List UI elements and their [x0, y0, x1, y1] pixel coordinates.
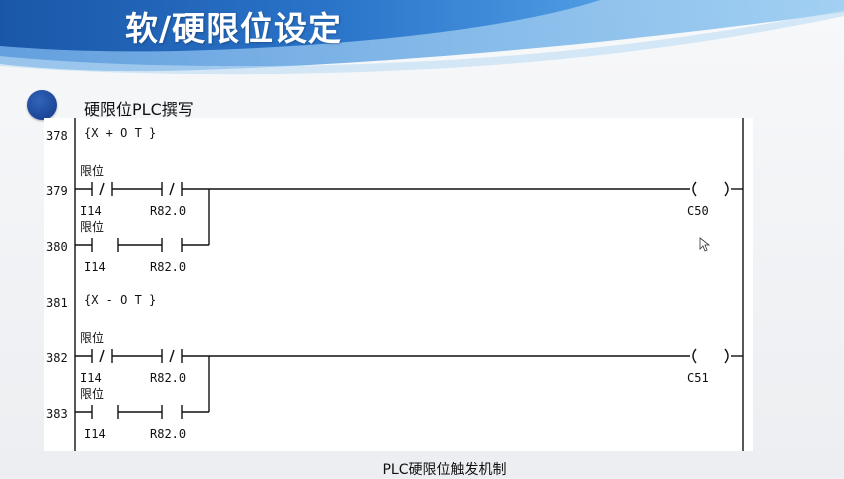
- contact-address: I14: [84, 427, 106, 441]
- contact-address: R82.0: [150, 427, 186, 441]
- line-number: 378: [46, 129, 68, 143]
- rung-comment: {X + O T }: [84, 126, 156, 140]
- contact-label: 限位: [80, 163, 104, 178]
- ladder-diagram-panel: 378 {X + O T } 限位 379 I14 R82.0 C50 限位 3…: [44, 118, 753, 451]
- bullet-dot: [27, 90, 57, 120]
- rung-group-1: 378 {X + O T } 限位 379 I14 R82.0 C50 限位 3…: [46, 126, 743, 274]
- slide-subtitle: 硬限位PLC撰写: [84, 100, 194, 119]
- contact-address: I14: [80, 204, 102, 218]
- contact-address: R82.0: [150, 204, 186, 218]
- contact-label: 限位: [80, 219, 104, 234]
- line-number: 379: [46, 184, 68, 198]
- line-number: 383: [46, 407, 68, 421]
- contact-label: 限位: [80, 330, 104, 345]
- coil-address: C51: [687, 371, 709, 385]
- rung-comment: {X - O T }: [84, 293, 156, 307]
- line-number: 382: [46, 351, 68, 365]
- coil-address: C50: [687, 204, 709, 218]
- contact-label: 限位: [80, 386, 104, 401]
- line-number: 381: [46, 296, 68, 310]
- contact-address: I14: [84, 260, 106, 274]
- contact-address: R82.0: [150, 260, 186, 274]
- slide-title: 软/硬限位设定: [125, 9, 343, 48]
- contact-address: I14: [80, 371, 102, 385]
- mouse-cursor-icon: [699, 237, 711, 252]
- line-number: 380: [46, 240, 68, 254]
- contact-address: R82.0: [150, 371, 186, 385]
- ladder-diagram: 378 {X + O T } 限位 379 I14 R82.0 C50 限位 3…: [46, 118, 744, 451]
- rung-group-2: 381 {X - O T } 限位 382 I14 R82.0 C51 限位 3…: [46, 293, 743, 441]
- header-band: [0, 0, 844, 75]
- figure-caption: PLC硬限位触发机制: [382, 462, 507, 478]
